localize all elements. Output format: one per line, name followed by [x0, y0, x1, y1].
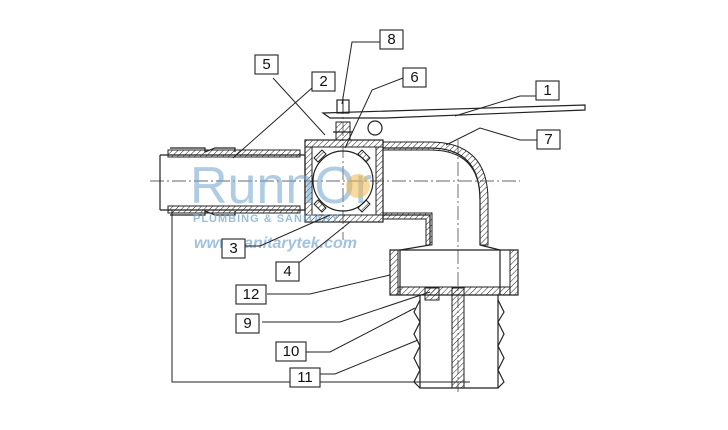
callout-2-label: 2	[319, 73, 327, 90]
inlet-pipe	[159, 147, 306, 216]
callout-12-label: 12	[243, 286, 260, 303]
callout-10-label: 10	[283, 343, 300, 360]
callout-3-label: 3	[229, 240, 237, 257]
watermark-sun-icon	[346, 174, 370, 198]
callout-8: 8	[379, 29, 404, 50]
frame-line	[171, 210, 470, 383]
callout-11: 11	[289, 367, 321, 388]
callout-9: 9	[235, 313, 260, 334]
callout-5-label: 5	[262, 56, 270, 73]
callout-6: 6	[402, 67, 427, 88]
callout-7: 7	[536, 129, 561, 150]
callout-7-label: 7	[544, 131, 552, 148]
callout-6-label: 6	[410, 69, 418, 86]
callout-10: 10	[275, 341, 307, 362]
callout-5: 5	[254, 54, 279, 75]
callout-1-label: 1	[543, 82, 551, 99]
callout-3: 3	[221, 238, 246, 259]
callout-8-label: 8	[387, 31, 395, 48]
callout-4-label: 4	[283, 263, 291, 280]
callout-9-label: 9	[243, 315, 251, 332]
valve-handle	[321, 96, 586, 136]
callout-4: 4	[275, 261, 300, 282]
watermark-brand: RunnOr	[190, 157, 372, 215]
watermark: RunnOr PLUMBING & SANITARY www.sanitaryt…	[190, 157, 372, 252]
watermark-url: www.sanitarytek.com	[194, 235, 357, 252]
callout-11-label: 11	[297, 369, 313, 386]
callout-1: 1	[535, 80, 560, 101]
watermark-tagline: PLUMBING & SANITARY	[193, 213, 340, 225]
callout-12: 12	[235, 284, 267, 305]
outlet-nozzle	[413, 287, 505, 389]
elbow-body	[382, 141, 519, 296]
callout-2: 2	[311, 71, 336, 92]
